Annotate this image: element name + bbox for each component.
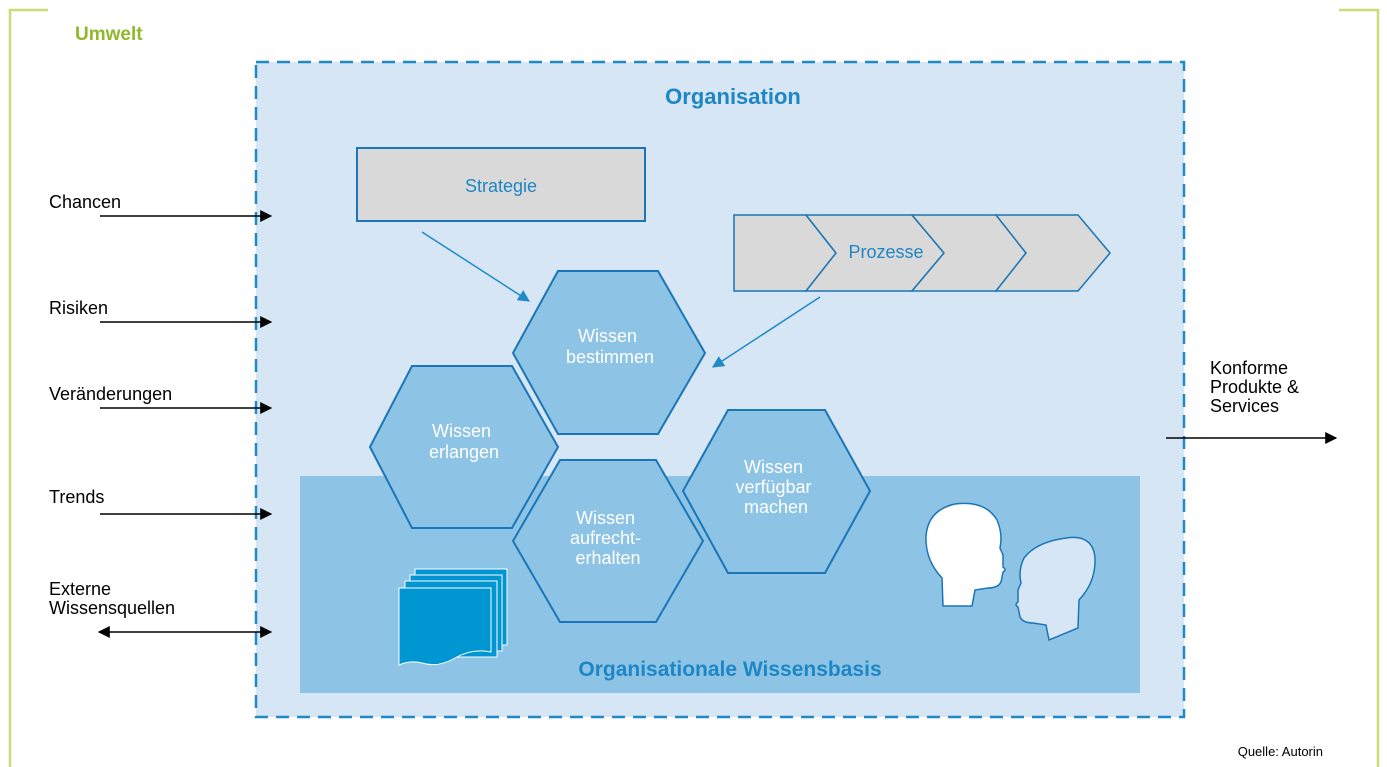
output-label-line: Konforme [1210, 358, 1288, 378]
hexagon-label-line: Wissen [744, 457, 803, 477]
source-note: Quelle: Autorin [1238, 744, 1323, 759]
hexagon-label-line: Wissen [578, 326, 637, 346]
hexagon-wissen-bestimmen: Wissen bestimmen [511, 270, 707, 435]
processes-chevrons: Prozesse [733, 214, 1111, 292]
people-heads-icon [925, 502, 1096, 642]
svg-text:Externe Wissensquellen: Externe Wissensquellen [49, 579, 175, 618]
svg-text:Veränderungen: Veränderungen [49, 384, 172, 404]
svg-text:Wissen bestimmen: Wissen bestimmen [566, 326, 654, 367]
environment-title: Umwelt [75, 24, 143, 45]
output-label-line: Produkte & [1210, 377, 1299, 397]
strategy-box: Strategie [356, 147, 646, 222]
input-chancen: Chancen [49, 192, 273, 222]
output-konforme-produkte: Konforme Produkte & Services [1166, 358, 1338, 444]
input-label-line: Risiken [49, 298, 108, 318]
documents-stack-icon [398, 568, 508, 666]
hexagon-label-line: verfügbar [735, 477, 811, 497]
input-label-line: Externe [49, 579, 111, 599]
hexagon-label-line: aufrecht- [570, 528, 641, 548]
strategy-label: Strategie [465, 176, 537, 196]
svg-text:Wissen aufrecht- e: Wissen aufrecht- erhalten [570, 508, 646, 568]
hexagon-label-line: bestimmen [566, 347, 654, 367]
environment-frame [8, 8, 1380, 767]
hexagon-label-line: Wissen [576, 508, 635, 528]
output-label-line: Services [1210, 396, 1279, 416]
hexagon-label-line: machen [744, 497, 808, 517]
hexagon-wissen-erlangen: Wissen erlangen [368, 365, 560, 529]
processes-label: Prozesse [848, 242, 923, 262]
process-step [994, 214, 1111, 292]
knowledge-base-label: Organisationale Wissensbasis [578, 658, 881, 681]
input-externe-wissensquellen: Externe Wissensquellen [49, 579, 273, 638]
svg-text:Wissen erlangen: Wissen erlangen [429, 421, 499, 462]
hexagon-wissen-verfuegbar-machen: Wissen verfügbar machen [681, 409, 872, 574]
hexagon-label-line: erhalten [575, 548, 640, 568]
input-label-line: Wissensquellen [49, 598, 175, 618]
svg-text:Chancen: Chancen [49, 192, 121, 212]
svg-text:Risiken: Risiken [49, 298, 108, 318]
input-label-line: Trends [49, 487, 104, 507]
hexagon-label-line: Wissen [432, 421, 491, 441]
input-label-line: Veränderungen [49, 384, 172, 404]
input-veraenderungen: Veränderungen [49, 384, 273, 414]
organisation-title: Organisation [665, 84, 801, 109]
processes-to-knowledge-arrow [711, 296, 821, 368]
input-trends: Trends [49, 487, 273, 520]
svg-text:Trends: Trends [49, 487, 104, 507]
hexagon-wissen-aufrechterhalten: Wissen aufrecht- erhalten [511, 459, 705, 623]
input-risiken: Risiken [49, 298, 273, 328]
input-label-line: Chancen [49, 192, 121, 212]
hexagon-label-line: erlangen [429, 442, 499, 462]
svg-text:Konforme Produkte &: Konforme Produkte & Services [1210, 358, 1304, 416]
strategy-to-knowledge-arrow [421, 231, 531, 302]
svg-text:Wissen verfügbar m: Wissen verfügbar machen [735, 457, 816, 517]
